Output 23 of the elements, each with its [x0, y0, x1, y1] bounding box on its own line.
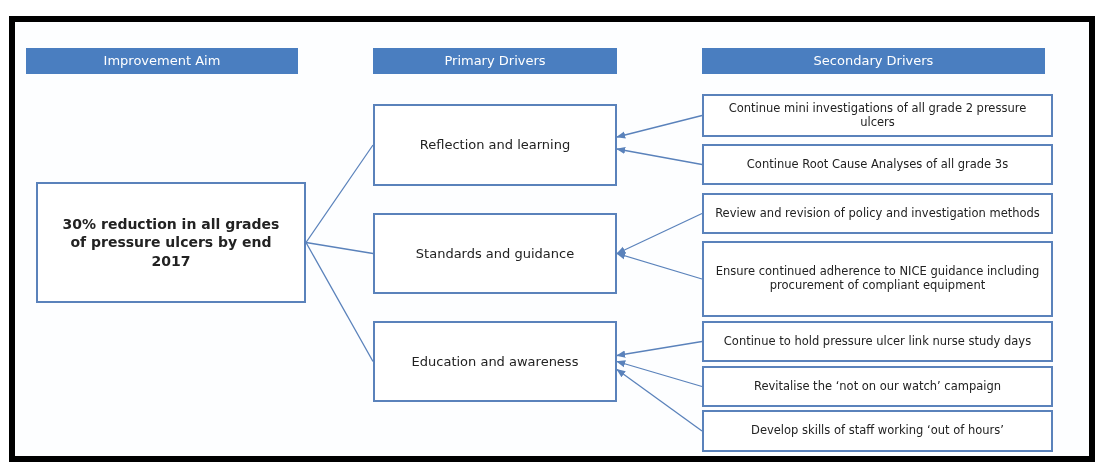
arrow — [616, 146, 703, 166]
arrow — [616, 360, 703, 388]
connector-line — [305, 241, 374, 255]
driver-box: Continue to hold pressure ulcer link nurse study days — [702, 321, 1053, 362]
driver-box: Continue Root Cause Analyses of all grade 3s — [702, 144, 1053, 185]
column-header: Improvement Aim — [26, 48, 298, 74]
driver-box: Review and revision of policy and investigation methods — [702, 193, 1053, 234]
driver-box: Revitalise the ‘not on our watch’ campaign — [702, 366, 1053, 407]
driver-box: Develop skills of staff working ‘out of hours’ — [702, 410, 1053, 452]
column-header: Primary Drivers — [373, 48, 617, 74]
arrow — [616, 212, 703, 255]
connector-line — [305, 144, 374, 244]
driver-box: Continue mini investigations of all grade 2 pressure ulcers — [702, 94, 1053, 137]
driver-box: Reflection and learning — [373, 104, 617, 186]
arrow — [616, 368, 703, 432]
aim-box: 30% reduction in all grades of pressure ulcers by end 2017 — [36, 182, 306, 303]
driver-box: Ensure continued adherence to NICE guidance including procurement of compliant equipment — [702, 241, 1053, 317]
arrow — [616, 114, 703, 139]
arrow — [616, 340, 703, 358]
column-header: Secondary Drivers — [702, 48, 1045, 74]
driver-box: Standards and guidance — [373, 213, 617, 294]
arrow — [616, 252, 703, 280]
driver-box: Education and awareness — [373, 321, 617, 402]
